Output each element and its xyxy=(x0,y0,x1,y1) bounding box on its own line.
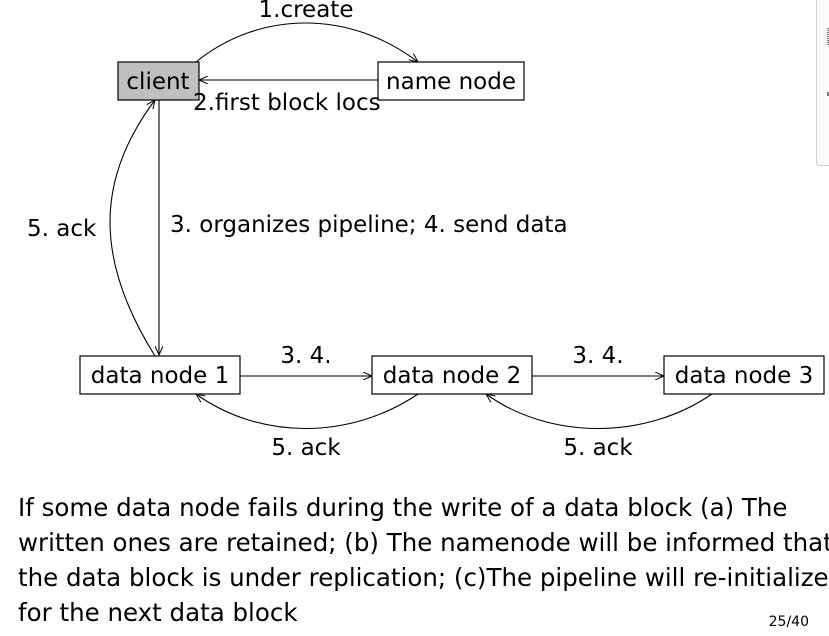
label-pipeline-2-3: 3. 4. xyxy=(572,343,623,369)
label-organizes-pipeline: 3. organizes pipeline; 4. send data xyxy=(170,212,568,238)
data-node-1-label: data node 1 xyxy=(91,363,229,389)
label-ack-2-1: 5. ack xyxy=(271,435,341,461)
client-node xyxy=(117,61,200,101)
label-create: 1.create xyxy=(259,0,354,23)
caption-line: written ones are retained; (b) The namen… xyxy=(18,528,829,557)
data-node-3-label: data node 3 xyxy=(675,363,813,389)
name-node xyxy=(377,61,525,101)
label-ack-3-2: 5. ack xyxy=(563,435,633,461)
edge-create xyxy=(195,22,418,62)
name-node-label: name node xyxy=(386,69,516,95)
data-node-2 xyxy=(371,355,533,395)
label-pipeline-1-2: 3. 4. xyxy=(280,343,331,369)
label-first-block-locs: 2.first block locs xyxy=(193,90,381,116)
edge-ack-2-1 xyxy=(196,394,419,430)
scrollbar-thumb[interactable] xyxy=(827,28,829,46)
hdfs-write-diagram: client name node data node 1 data node 2… xyxy=(27,0,825,461)
scrollbar-marker xyxy=(827,92,829,96)
data-node-1 xyxy=(79,355,241,395)
page-number: 25/40 xyxy=(768,614,809,630)
caption-line: If some data node fails during the write… xyxy=(18,493,788,522)
caption-text: If some data node fails during the write… xyxy=(18,490,829,630)
edge-ack-client xyxy=(109,100,155,357)
caption-line: for the next data block xyxy=(18,598,298,627)
scrollbar[interactable] xyxy=(816,0,829,166)
caption-line: the data block is under replication; (c)… xyxy=(18,563,829,592)
client-node-label: client xyxy=(126,69,189,95)
data-node-3 xyxy=(663,355,825,395)
data-node-2-label: data node 2 xyxy=(383,363,521,389)
edge-ack-3-2 xyxy=(486,394,713,430)
label-ack-client: 5. ack xyxy=(27,216,97,242)
